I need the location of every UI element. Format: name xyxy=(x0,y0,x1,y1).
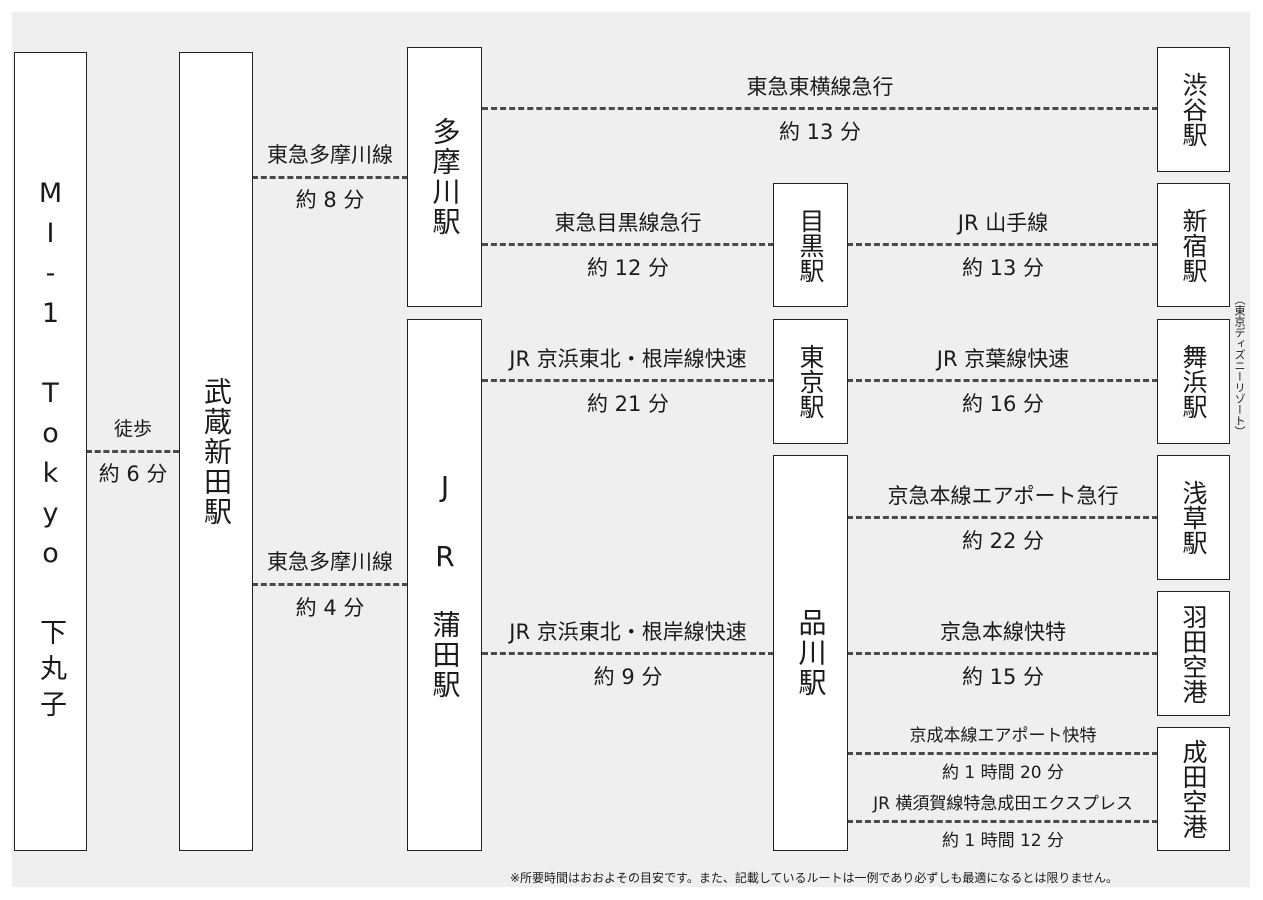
toyoko-time-label: 約 13 分 xyxy=(778,120,862,144)
station-narita-airport-label: 成田空港 xyxy=(1179,739,1208,839)
station-shinagawa-label: 品川駅 xyxy=(794,608,828,698)
disney-resort-note: （東京ディズニーリゾート） xyxy=(1233,294,1246,437)
station-asakusa: 浅草駅 xyxy=(1157,455,1230,580)
keikyu-airport-line-label: 京急本線エアポート急行 xyxy=(887,484,1119,508)
keikyu-kaitoku-line xyxy=(847,652,1158,655)
footnote: ※所要時間はおおよその目安です。また、記載しているルートは一例であり必ずしも最適… xyxy=(510,871,1119,885)
yamanote-line xyxy=(847,243,1158,246)
keiyo-line xyxy=(847,379,1158,382)
meguro-line-label: 東急目黒線急行 xyxy=(554,211,702,235)
keihin-tokyo-line xyxy=(482,379,774,382)
station-shinagawa: 品川駅 xyxy=(773,455,848,851)
keikyu-airport-line xyxy=(847,516,1158,519)
station-maihama-label: 舞浜駅 xyxy=(1179,344,1208,419)
toyoko-line-label: 東急東横線急行 xyxy=(746,75,894,99)
station-tokyo: 東京駅 xyxy=(773,319,848,444)
station-haneda-airport-label: 羽田空港 xyxy=(1179,603,1208,704)
nex-line xyxy=(847,820,1158,823)
station-narita-airport: 成田空港 xyxy=(1157,727,1230,851)
station-maihama: 舞浜駅 xyxy=(1157,319,1230,444)
toyoko-line xyxy=(482,107,1158,110)
walk-line-label: 徒歩 xyxy=(113,418,153,440)
station-shinjuku-label: 新宿駅 xyxy=(1179,207,1208,283)
tamagawa-top-time-label: 約 8 分 xyxy=(295,188,365,212)
station-tokyo-label: 東京駅 xyxy=(796,344,825,419)
keisei-line-label: 京成本線エアポート快特 xyxy=(909,726,1097,746)
station-jr-kamata-label: J R 蒲田駅 xyxy=(428,470,462,700)
keikyu-airport-time-label: 約 22 分 xyxy=(961,529,1045,553)
station-meguro-label: 目黒駅 xyxy=(796,207,825,283)
meguro-time-label: 約 12 分 xyxy=(586,256,670,280)
station-haneda-airport: 羽田空港 xyxy=(1157,591,1230,716)
tamagawa-top-line-label: 東急多摩川線 xyxy=(267,143,393,167)
meguro-line xyxy=(482,243,774,246)
tamagawa-line-top xyxy=(252,176,408,179)
station-musashi-nitta: 武蔵新田駅 xyxy=(179,52,253,851)
station-shibuya: 渋谷駅 xyxy=(1157,47,1230,172)
station-shibuya-label: 渋谷駅 xyxy=(1179,72,1208,147)
nex-line-label: JR 横須賀線特急成田エクスプレス xyxy=(873,794,1133,814)
keikyu-kaitoku-time-label: 約 15 分 xyxy=(961,665,1045,689)
station-shinjuku: 新宿駅 xyxy=(1157,183,1230,307)
keihin-tokyo-time-label: 約 21 分 xyxy=(586,392,670,416)
station-meguro: 目黒駅 xyxy=(773,183,848,307)
station-jr-kamata: J R 蒲田駅 xyxy=(407,319,482,851)
station-m1-tokyo: MI-1 Tokyo 下丸子 xyxy=(14,52,87,851)
keiyo-time-label: 約 16 分 xyxy=(961,392,1045,416)
keisei-line xyxy=(847,752,1158,755)
yamanote-line-label: JR 山手線 xyxy=(957,211,1049,235)
station-asakusa-label: 浅草駅 xyxy=(1179,480,1208,555)
station-musashi-nitta-label: 武蔵新田駅 xyxy=(200,376,233,527)
station-m1-tokyo-label: MI-1 Tokyo 下丸子 xyxy=(35,177,66,726)
tamagawa-line-bottom xyxy=(252,583,408,586)
keihin-shinagawa-time-label: 約 9 分 xyxy=(593,665,663,689)
tamagawa-bottom-time-label: 約 4 分 xyxy=(295,596,365,620)
walk-time-label: 約 6 分 xyxy=(98,462,168,486)
keihin-shinagawa-line-label: JR 京浜東北・根岸線快速 xyxy=(509,620,747,644)
station-tamagawa: 多摩川駅 xyxy=(407,47,482,307)
nex-time-label: 約 1 時間 12 分 xyxy=(941,831,1065,851)
walk-line xyxy=(86,450,179,453)
tamagawa-bottom-line-label: 東急多摩川線 xyxy=(267,550,393,574)
yamanote-time-label: 約 13 分 xyxy=(961,256,1045,280)
station-tamagawa-label: 多摩川駅 xyxy=(428,117,462,237)
keikyu-kaitoku-line-label: 京急本線快特 xyxy=(940,620,1066,644)
keiyo-line-label: JR 京葉線快速 xyxy=(936,347,1070,371)
keisei-time-label: 約 1 時間 20 分 xyxy=(941,763,1065,783)
keihin-tokyo-line-label: JR 京浜東北・根岸線快速 xyxy=(509,347,747,371)
keihin-shinagawa-line xyxy=(482,652,774,655)
